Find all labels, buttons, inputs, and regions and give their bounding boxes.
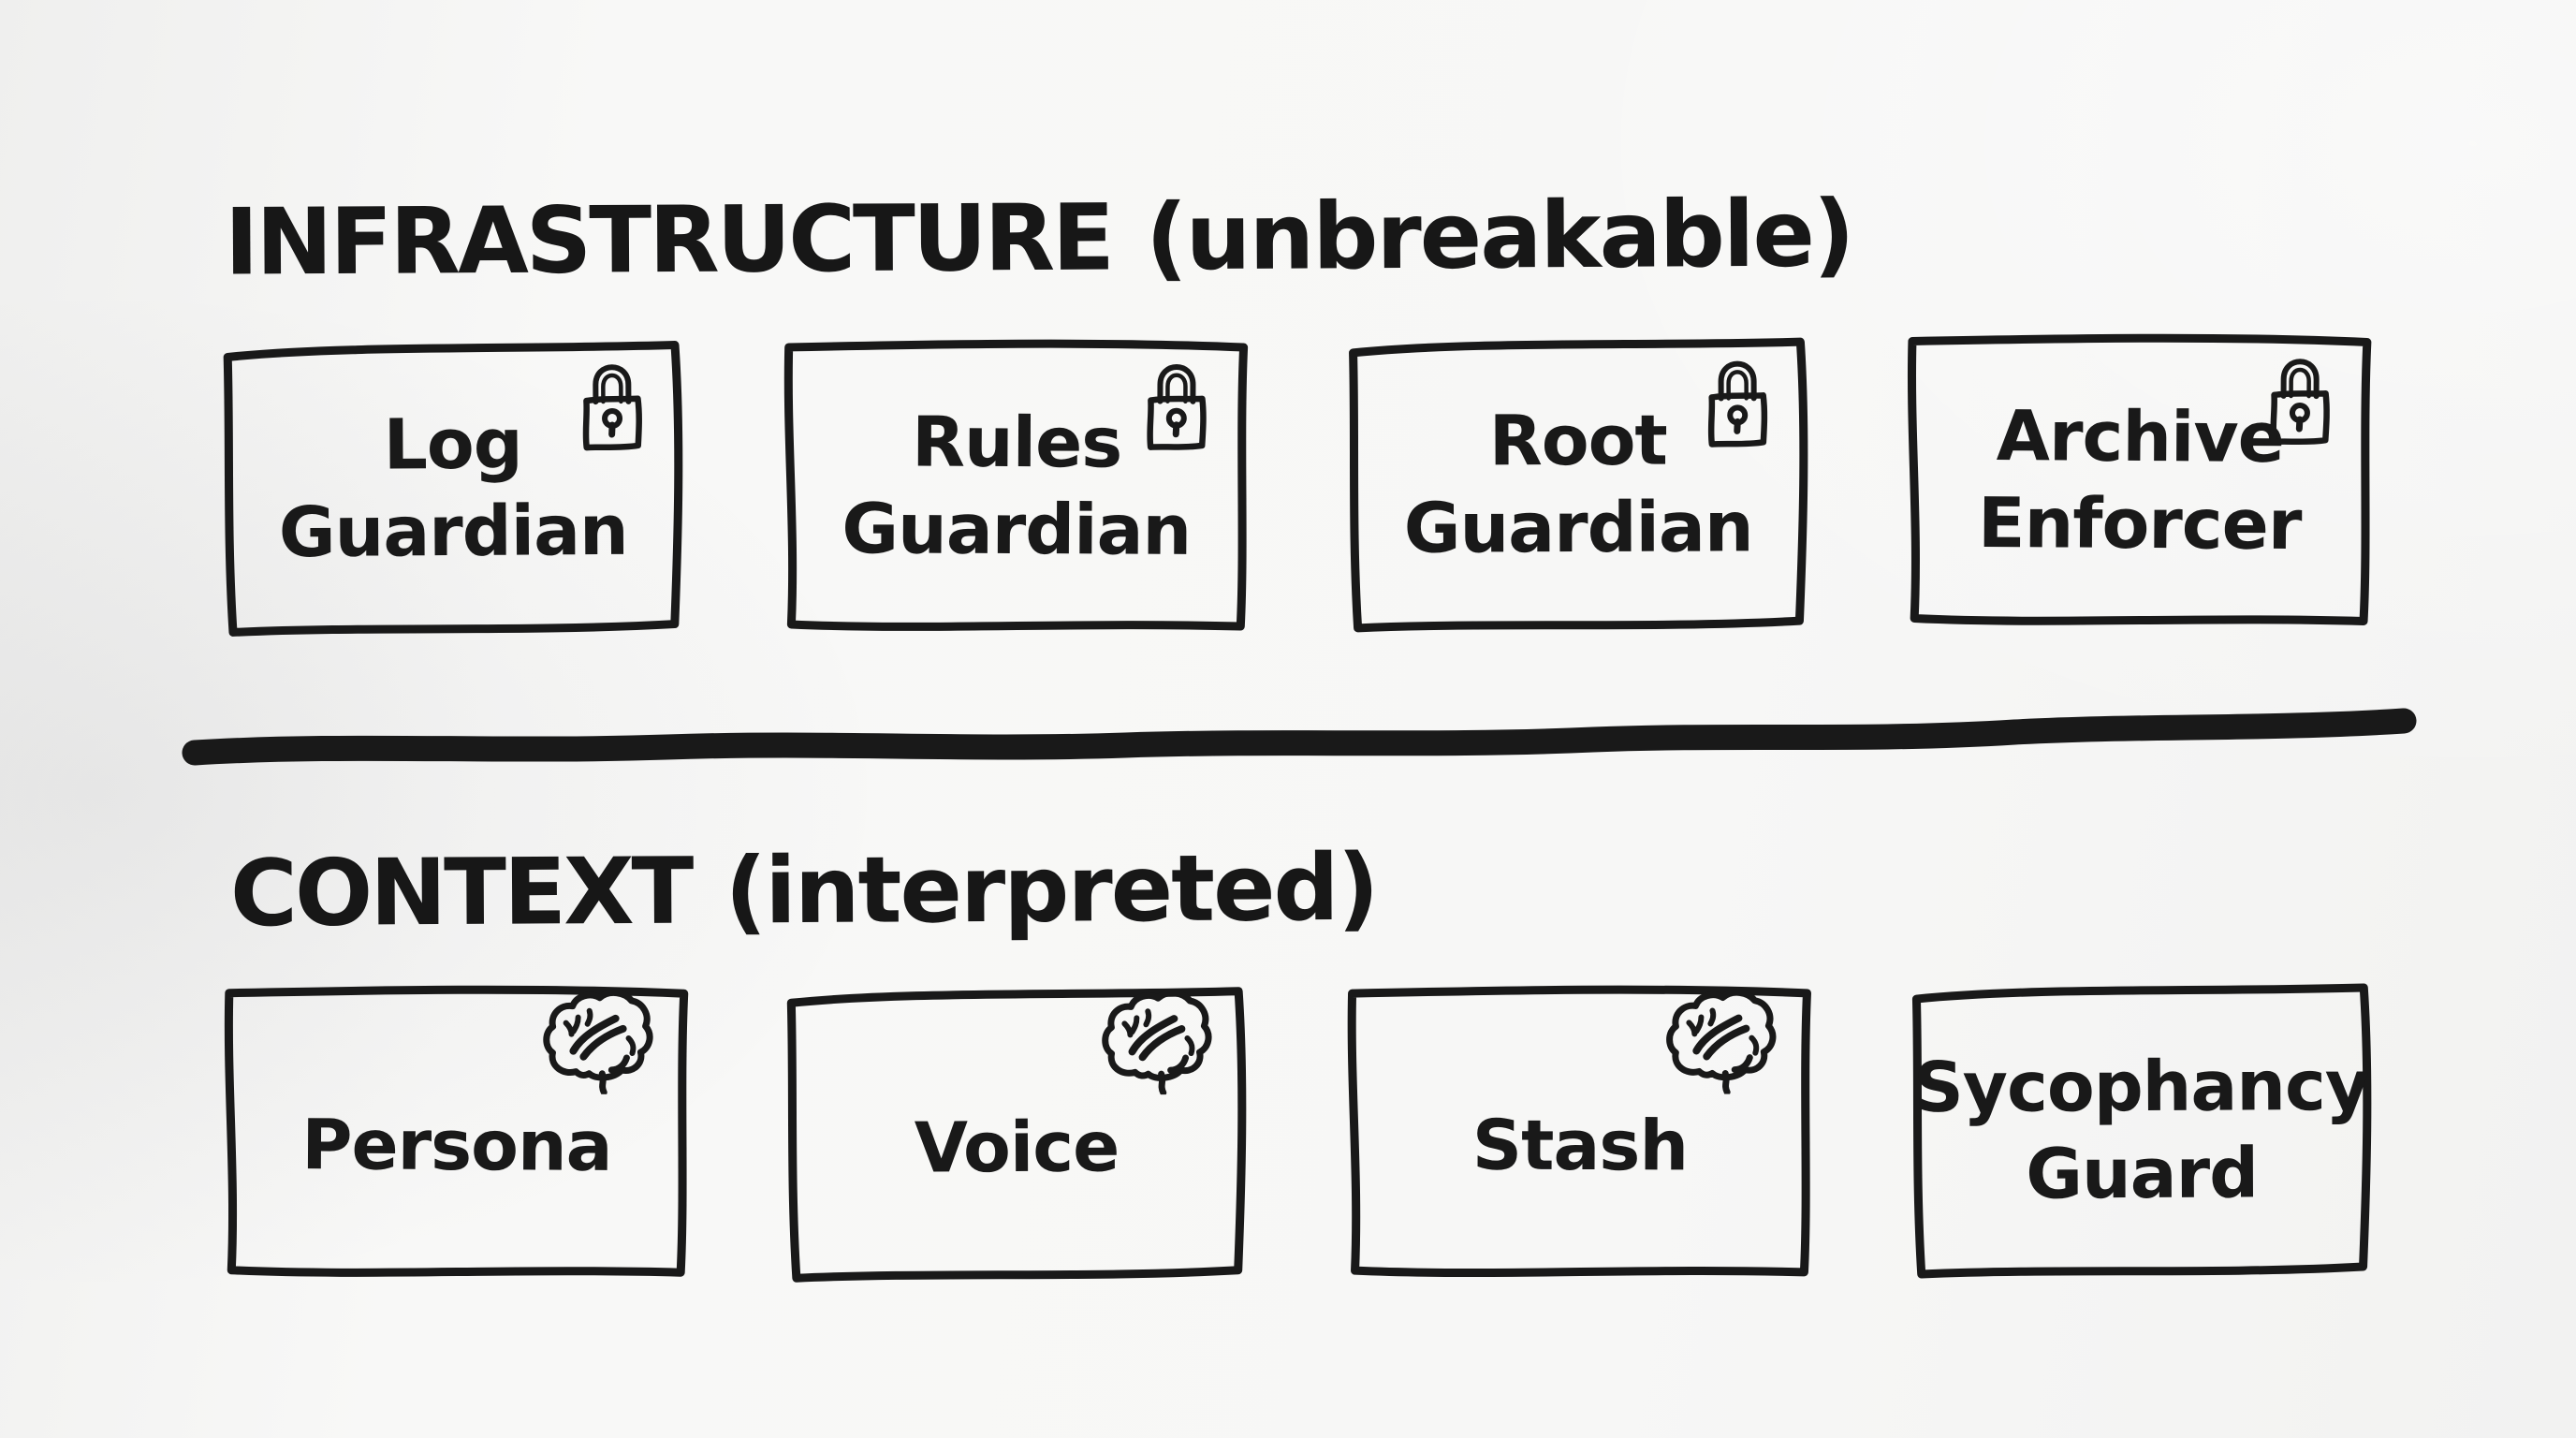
section-title-text: INFRASTRUCTURE (224, 184, 1113, 297)
lock-icon (1699, 349, 1774, 448)
card-label-line: Sycophancy (1913, 1045, 2370, 1128)
card-label-line: Stash (1471, 1105, 1689, 1187)
section-divider-line (182, 708, 2417, 766)
section-subtitle-text: (interpreted) (724, 834, 1378, 946)
card-label-line: Guardian (842, 489, 1192, 571)
lock-icon (1138, 353, 1213, 452)
card-label: Archive Enforcer (1978, 393, 2302, 570)
card-root-guardian: Root Guardian (1338, 329, 1818, 641)
card-rules-guardian: Rules Guardian (776, 330, 1256, 643)
card-voice: Voice (776, 978, 1257, 1292)
card-log-guardian: Log Guardian (212, 331, 694, 645)
card-label-line: Guardian (278, 490, 628, 574)
card-persona: Persona (216, 976, 697, 1290)
infrastructure-section-title: INFRASTRUCTURE (unbreakable) (225, 181, 1853, 296)
brain-icon (1662, 989, 1782, 1093)
card-stash: Stash (1339, 976, 1820, 1289)
card-label: Voice (914, 1077, 1120, 1193)
card-sycophancy-guard: Sycophancy Guard (1901, 975, 2381, 1287)
card-label: Stash (1472, 1075, 1689, 1191)
card-label-line: Voice (914, 1107, 1120, 1189)
card-label-line: Persona (300, 1105, 612, 1188)
section-title-text: CONTEXT (229, 838, 692, 948)
lock-icon (574, 353, 650, 452)
card-label-line: Guard (2026, 1133, 2259, 1215)
card-label-line: Archive (1996, 395, 2285, 478)
section-subtitle-text: (unbreakable) (1145, 181, 1853, 292)
brain-icon (1098, 990, 1219, 1095)
card-label: Sycophancy Guard (1913, 1043, 2369, 1220)
context-section-title: CONTEXT (interpreted) (230, 835, 1378, 947)
lock-icon (2261, 347, 2337, 447)
card-label-line: Enforcer (1977, 482, 2302, 566)
brain-icon (539, 989, 660, 1094)
card-archive-enforcer: Archive Enforcer (1899, 324, 2380, 638)
card-label-line: Guardian (1403, 487, 1753, 569)
